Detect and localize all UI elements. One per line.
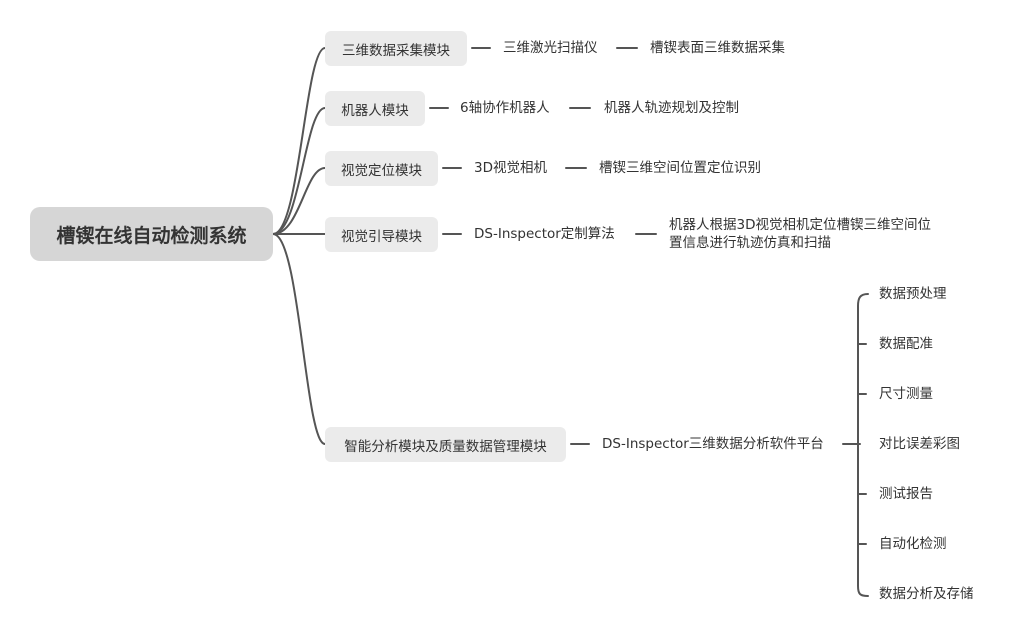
- connector-root-to-module-1: [272, 47, 326, 235]
- tool-analysis-platform: DS-Inspector三维数据分析软件平台: [602, 436, 824, 452]
- root-node: 槽锲在线自动检测系统: [30, 207, 273, 261]
- module-intelligent-analysis: 智能分析模块及质量数据管理模块: [325, 427, 566, 462]
- functions-bracket: [857, 293, 869, 597]
- module-robot: 机器人模块: [325, 91, 425, 126]
- detail-spatial-positioning: 槽锲三维空间位置定位识别: [599, 160, 761, 176]
- function-analysis-storage: 数据分析及存储: [879, 586, 974, 602]
- function-registration: 数据配准: [879, 336, 933, 352]
- connector-root-to-module-2: [272, 107, 326, 235]
- detail-trajectory-control: 机器人轨迹规划及控制: [604, 100, 739, 116]
- module-3d-data-acquisition: 三维数据采集模块: [325, 31, 467, 66]
- module-vision-positioning: 视觉定位模块: [325, 151, 438, 186]
- detail-guidance-line-2: 置信息进行轨迹仿真和扫描: [669, 235, 831, 251]
- function-dimension-measure: 尺寸测量: [879, 386, 933, 402]
- function-test-report: 测试报告: [879, 486, 933, 502]
- function-preprocessing: 数据预处理: [879, 286, 947, 302]
- connector-root-to-module-3: [272, 167, 326, 235]
- tool-custom-algorithm: DS-Inspector定制算法: [474, 226, 615, 242]
- function-error-colormap: 对比误差彩图: [879, 436, 960, 452]
- detail-surface-acquisition: 槽锲表面三维数据采集: [650, 40, 785, 56]
- tool-laser-scanner: 三维激光扫描仪: [503, 40, 598, 56]
- connector-root-to-module-5: [272, 233, 326, 445]
- tool-cobot: 6轴协作机器人: [460, 100, 550, 116]
- module-vision-guidance: 视觉引导模块: [325, 217, 438, 252]
- detail-guidance-line-1: 机器人根据3D视觉相机定位槽锲三维空间位: [669, 217, 931, 233]
- tool-3d-camera: 3D视觉相机: [474, 160, 547, 176]
- function-auto-inspection: 自动化检测: [879, 536, 947, 552]
